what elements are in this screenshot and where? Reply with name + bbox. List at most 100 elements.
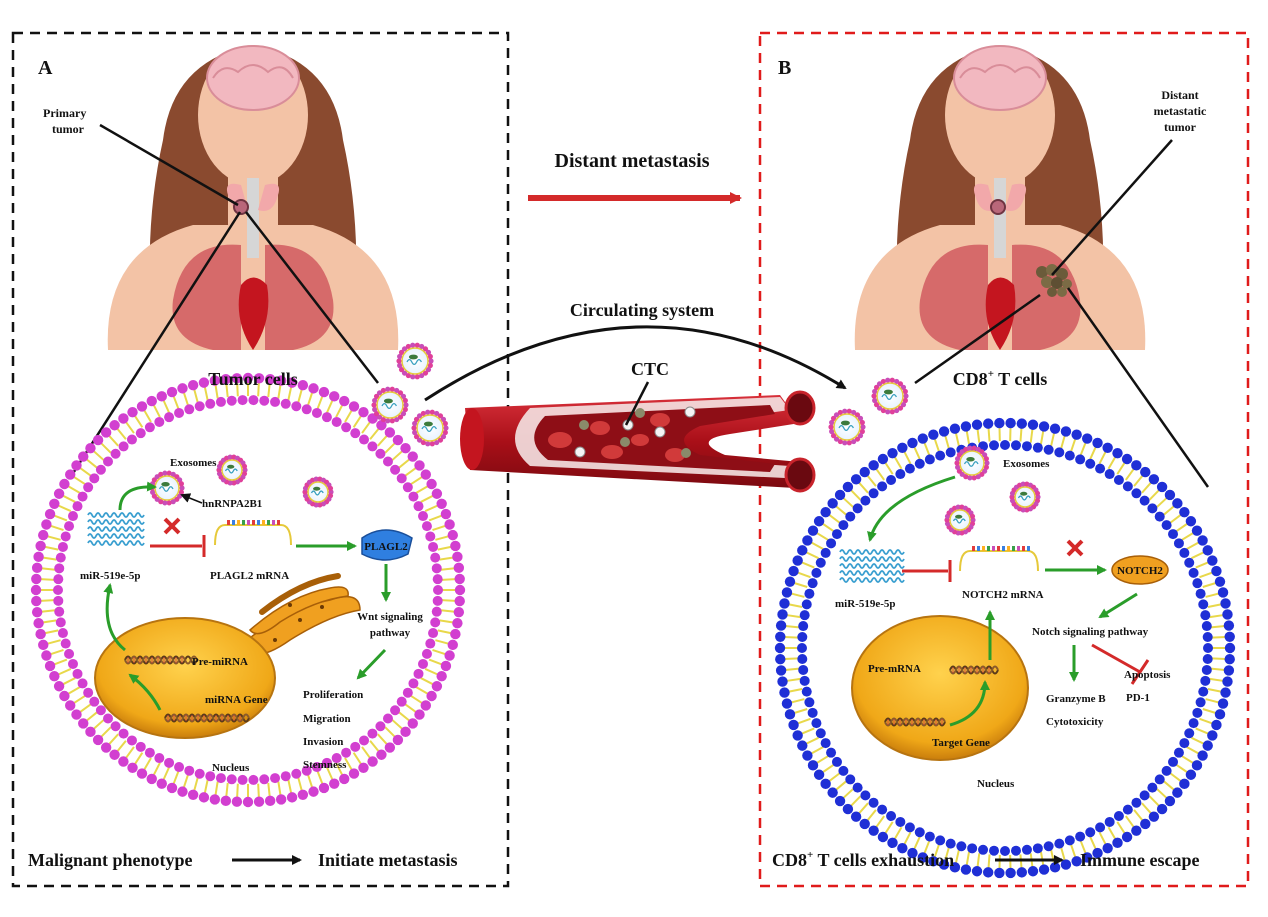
lipid-head: [804, 588, 815, 599]
lipid-head: [838, 520, 849, 531]
lipid-head: [1211, 719, 1222, 731]
lipid-head: [860, 790, 871, 801]
lipid-head: [308, 383, 319, 394]
lipid-head: [118, 441, 129, 452]
lipid-head: [286, 792, 298, 803]
lipid-head: [1200, 610, 1211, 621]
lipid-head: [425, 638, 436, 649]
lipid-head: [297, 789, 309, 800]
lipid-head: [842, 481, 854, 493]
mrna-strand-icon: [214, 520, 292, 546]
lipid-head: [1102, 442, 1113, 453]
lipid-head: [453, 562, 465, 574]
lipid-head: [842, 803, 854, 815]
lipid-head: [270, 773, 281, 784]
hnrnpa2b1-pointer: [180, 493, 203, 504]
lipid-head: [436, 498, 447, 509]
lipid-head: [1188, 567, 1199, 578]
mirna-label-b: miR-519e-5p: [835, 598, 896, 610]
lipid-head: [231, 373, 243, 384]
lipid-head: [55, 617, 66, 628]
lipid-head: [868, 488, 879, 499]
lipid-head: [831, 756, 842, 767]
lipid-head: [95, 464, 106, 475]
lipid-head: [440, 508, 452, 520]
lipid-head: [359, 434, 370, 445]
protein-notch2: NOTCH2: [1111, 555, 1169, 585]
lipid-head: [215, 773, 226, 784]
zoom-line-a-left: [68, 211, 242, 479]
primary-tumor-label-2: tumor: [52, 122, 85, 136]
lipid-head: [413, 668, 424, 679]
panel-a-letter: A: [38, 57, 53, 79]
lipid-head: [38, 529, 49, 541]
lipid-head: [924, 831, 935, 842]
lipid-head: [78, 451, 89, 462]
lipid-head: [248, 395, 259, 406]
lipid-head: [1161, 520, 1172, 531]
lipid-head: [994, 867, 1005, 879]
lipid-head: [454, 573, 465, 585]
lipid-head: [971, 866, 983, 877]
exosome-icon: [302, 476, 334, 508]
lipid-head: [907, 847, 918, 859]
lipid-head: [382, 713, 393, 724]
lipid-head: [1147, 503, 1158, 514]
lipid-head: [887, 837, 898, 849]
lipid-head: [392, 434, 404, 446]
zoom-line-b-left: [914, 293, 1041, 385]
lipid-head: [1121, 831, 1133, 843]
lipid-head: [967, 843, 978, 854]
lipid-head: [53, 585, 63, 595]
lipid-head: [877, 481, 888, 492]
lipid-head: [135, 741, 146, 752]
lipid-head: [444, 650, 455, 661]
lipid-head: [1164, 795, 1176, 807]
lipid-head: [877, 453, 889, 465]
lipid-head: [407, 718, 418, 729]
red-x-icon: [1066, 539, 1084, 557]
wavy-rna-icon: [87, 512, 145, 546]
lipid-head: [886, 474, 897, 485]
lipid-head: [820, 738, 831, 749]
lipid-head: [375, 721, 386, 732]
lipid-head: [775, 620, 787, 631]
lipid-head: [850, 811, 862, 822]
lipid-head: [1217, 587, 1229, 598]
lipid-head: [938, 859, 950, 870]
lipid-head: [1224, 654, 1235, 665]
lipid-head: [198, 792, 210, 803]
lipid-head: [450, 628, 461, 640]
lipid-head: [1092, 847, 1103, 859]
lipid-head: [72, 668, 83, 679]
lipid-head: [414, 460, 425, 471]
lipid-head: [109, 420, 120, 431]
lipid-head: [454, 584, 466, 596]
lipid-head: [54, 606, 65, 617]
lipid-head: [1085, 458, 1096, 469]
dna-helix-icon: [124, 655, 198, 665]
lipid-head: [924, 454, 935, 465]
exosome-icon: [871, 377, 909, 415]
apoptosis-inhibit-bar: [1130, 659, 1150, 685]
lipid-head: [367, 441, 378, 452]
lipid-head: [1184, 728, 1195, 739]
outcome-proliferation: Proliferation: [303, 689, 363, 701]
lipid-head: [264, 795, 276, 807]
lipid-head: [109, 749, 120, 760]
lipid-head: [868, 460, 879, 471]
lipid-head: [1113, 474, 1124, 485]
lipid-head: [291, 401, 302, 412]
exosome-group: [149, 342, 1041, 536]
lipid-head: [72, 501, 83, 512]
lipid-head: [428, 628, 439, 639]
lipid-head: [850, 474, 862, 485]
lipid-head: [914, 827, 925, 838]
lipid-head: [89, 473, 100, 484]
lipid-head: [350, 741, 361, 752]
lipid-head: [420, 469, 431, 480]
lipid-head: [44, 508, 56, 520]
lipid-head: [1000, 846, 1010, 856]
pd1-label: PD-1: [1126, 692, 1150, 704]
lipid-head: [1054, 447, 1065, 458]
